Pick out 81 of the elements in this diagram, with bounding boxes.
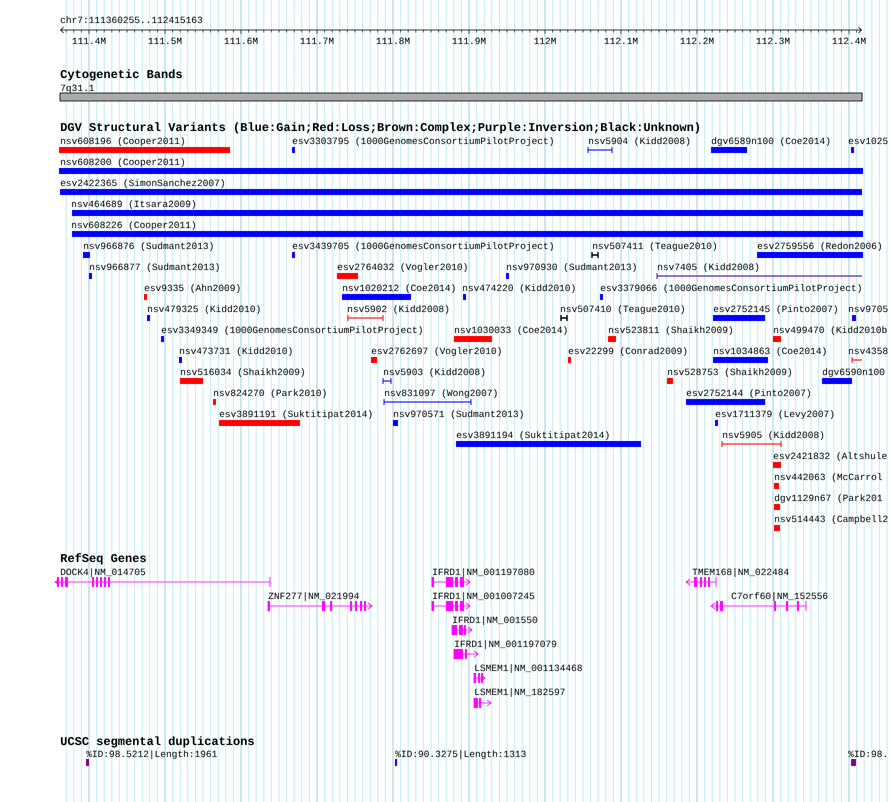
variant-label: nsv831097 (Wong2007): [385, 389, 497, 398]
variant-label: nsv523811 (Shaikh2009): [609, 326, 732, 335]
tick-label: 112.3M: [756, 38, 790, 44]
gene-label: IFRD1|NM_001197080: [433, 568, 534, 577]
tick-label: 112.2M: [680, 38, 714, 44]
tick-label: 111.8M: [376, 38, 410, 44]
variant-label: esv2422365 (SimonSanchez2007): [60, 179, 224, 188]
tick-label: 112.4M: [832, 38, 866, 44]
variant-label: nsv528753 (Shaikh2009): [668, 368, 792, 377]
gene-label: DOCK4|NM_014705: [60, 568, 146, 577]
gene-label: TMEM168|NM_022484: [692, 568, 789, 577]
tick-label: 111.6M: [224, 38, 258, 44]
gene-label: LSMEM1|NM_182597: [475, 688, 565, 697]
duplication-label: %ID:90.3275|Length:1313: [395, 750, 526, 759]
gene-label: IFRD1|NM_001197079: [455, 640, 556, 649]
variant-label: nsv970571 (Sudmant2013): [394, 410, 523, 419]
variant-label: nsv9705: [849, 306, 888, 312]
variant-label: nsv473731 (Kidd2010): [180, 347, 292, 356]
variant-label: esv3891194 (Suktitipat2014): [456, 431, 609, 440]
gene-label: IFRD1|NM_001550: [453, 616, 538, 625]
variant-label: nsv1030033 (Coe2014): [455, 326, 567, 335]
variant-label: nsv464689 (Itsara2009): [72, 200, 195, 209]
track-title: DGV Structural Variants (Blue:Gain;Red:Loss;Brown:Complex;Purple:Inversion;Black:Unknown): [60, 122, 699, 134]
variant-label: esv9335 (Ahn2009): [144, 284, 240, 293]
variant-label: nsv970930 (Sudmant2013): [507, 263, 636, 272]
variant-label: nsv514443 (Campbell2: [775, 515, 888, 524]
variant-label: esv1025: [848, 138, 888, 144]
track-title: RefSeq Genes: [61, 553, 146, 564]
variant-label: nsv5902 (Kidd2008): [348, 305, 448, 314]
tick-label: 112.1M: [604, 38, 638, 44]
variant-label: nsv499470 (Kidd2010b: [774, 326, 887, 335]
variant-label: nsv5904 (Kidd2008): [589, 137, 690, 146]
variant-label: esv3349349 (1000GenomesConsortiumPilotProject): [162, 326, 422, 335]
variant-label: nsv507411 (Teague2010): [593, 242, 716, 251]
variant-label: esv2421832 (Altshule: [774, 452, 887, 461]
variant-label: esv2752144 (Pinto2007): [686, 389, 810, 398]
variant-label: esv3439705 (1000GenomesConsortiumPilotProject): [292, 242, 553, 251]
gene-label: C7orf60|NM_152556: [732, 592, 828, 601]
variant-label: nsv608196 (Cooper2011): [61, 137, 184, 146]
gene-label: ZNF277|NM_021994: [268, 592, 359, 601]
variant-label: nsv479325 (Kidd2010): [148, 305, 260, 314]
variant-label: nsv966877 (Sudmant2013): [90, 263, 219, 272]
variant-label: nsv1020212 (Coe2014): [343, 284, 455, 293]
track-title: UCSC segmental duplications: [60, 736, 254, 748]
variant-label: esv1711379 (Levy2007): [716, 410, 834, 419]
variant-label: nsv966876 (Sudmant2013): [84, 242, 213, 251]
variant-label: nsv442063 (McCarrol: [775, 473, 882, 482]
variant-label: nsv1034863 (Coe2014): [714, 347, 826, 356]
duplication-label: %ID:98.5212|Length:1961: [86, 750, 217, 759]
variant-label: esv3379066 (1000GenomesConsortiumPilotProject): [600, 284, 861, 293]
variant-label: dgv1129n67 (Park201: [774, 494, 882, 503]
tick-label: 111.9M: [452, 38, 486, 44]
tick-label: 111.7M: [300, 38, 334, 44]
gene-label: LSMEM1|NM_001134468: [475, 664, 582, 673]
variant-label: nsv824270 (Park2010): [214, 389, 326, 398]
variant-label: nsv507410 (Teague2010): [561, 305, 684, 314]
band-label: 7q31.1: [60, 84, 94, 93]
tick-label: 112M: [534, 38, 556, 44]
variant-label: nsv7405 (Kidd2008): [658, 263, 758, 272]
tick-label: 111.5M: [148, 38, 182, 44]
variant-label: esv2764032 (Vogler2010): [338, 263, 467, 272]
variant-label: esv3891191 (Suktitipat2014): [220, 410, 372, 419]
gene-label: IFRD1|NM_001007245: [433, 592, 534, 601]
variant-label: nsv5903 (Kidd2008): [384, 368, 484, 377]
variant-label: esv2752145 (Pinto2007): [714, 305, 838, 314]
duplication-label: %ID:98.: [848, 750, 886, 758]
variant-label: nsv608200 (Cooper2011): [61, 158, 184, 167]
variant-label: esv3303795 (1000GenomesConsortiumPilotProject): [292, 137, 553, 146]
variant-label: dgv6589n100 (Coe2014): [712, 137, 830, 146]
variant-label: nsv5905 (Kidd2008): [723, 431, 824, 440]
variant-label: esv22299 (Conrad2009): [568, 347, 686, 356]
variant-label: esv2759556 (Redon2006): [758, 242, 882, 251]
variant-label: esv2762697 (Vogler2010): [372, 347, 501, 356]
track-title: Cytogenetic Bands: [60, 69, 182, 81]
variant-label: nsv4358: [849, 348, 888, 354]
coordinate-label: chr7:111360255..112415163: [60, 16, 202, 24]
variant-label: nsv608226 (Cooper2011): [72, 221, 195, 230]
variant-label: dgv6590n100: [822, 368, 884, 377]
variant-label: nsv516034 (Shaikh2009): [181, 368, 304, 377]
variant-label: nsv474220 (Kidd2010): [463, 284, 575, 293]
tick-label: 111.4M: [72, 38, 106, 44]
